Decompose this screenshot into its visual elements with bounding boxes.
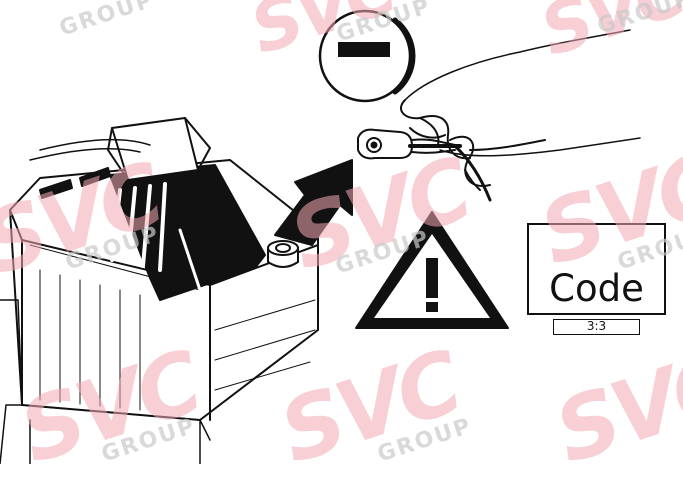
step-indicator: 3:3: [553, 319, 640, 335]
diagram-canvas: Code 3:3 SVC GROUP GROUP SVC GROUP SVC G…: [0, 0, 683, 464]
code-label: Code: [529, 269, 664, 309]
